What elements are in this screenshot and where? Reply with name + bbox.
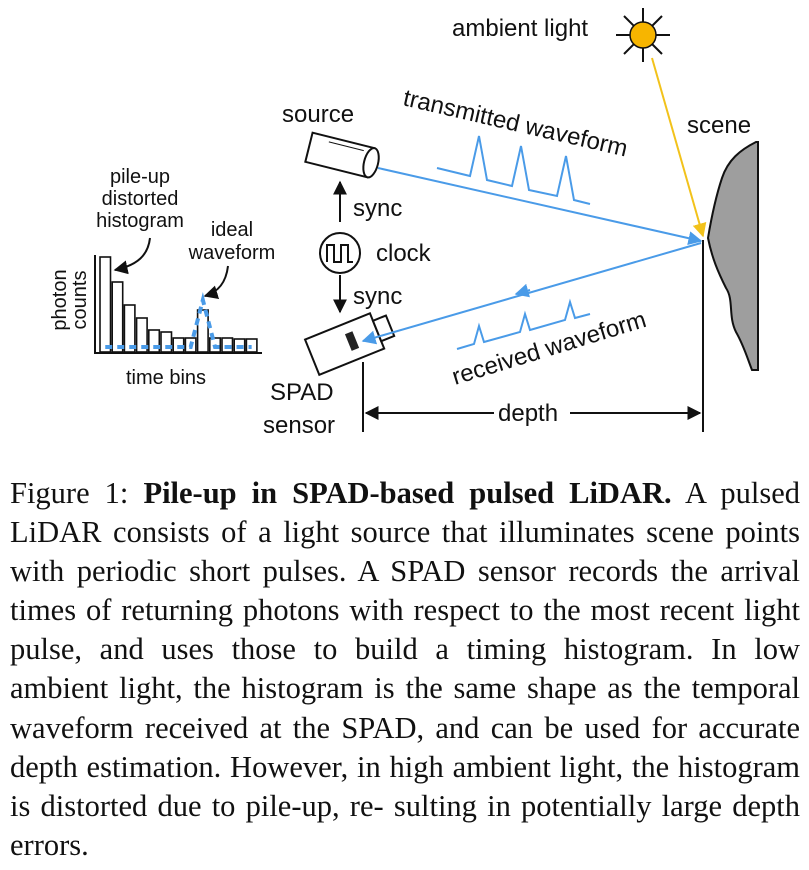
histogram-bar [196, 309, 209, 353]
figure-caption: Figure 1: Pile-up in SPAD-based pulsed L… [10, 474, 800, 865]
caption-line-2: LiDAR consists of a light source that il… [10, 515, 714, 550]
caption-line-1: A pulsed [684, 476, 800, 510]
caption-line-8: can be used for accurate depth estimatio… [10, 710, 800, 784]
caption-line-5: most recent light pulse, and uses those … [10, 593, 801, 667]
photon-counts-label-1: photon [49, 269, 71, 330]
sensor-label: sensor [263, 412, 335, 439]
ambient-light-label: ambient light [452, 15, 588, 42]
depth-label: depth [498, 400, 558, 427]
pileup-pointer [113, 237, 151, 275]
caption-line-9: ambient light, the histogram is distorte… [10, 749, 800, 823]
spad-sensor-icon [303, 312, 396, 377]
histogram-bar [99, 256, 112, 353]
clock-label: clock [376, 240, 432, 267]
caption-title: Pile-up in SPAD-based pulsed LiDAR. [143, 476, 672, 510]
ambient-ray [651, 57, 707, 238]
transmitted-beam [377, 167, 703, 246]
histogram-bar [135, 317, 148, 353]
time-bins-label: time bins [126, 367, 206, 389]
ideal-pointer [203, 265, 229, 299]
histogram-bar [148, 329, 161, 353]
ideal-label-line1: ideal [211, 219, 253, 241]
light-source-icon [304, 131, 380, 179]
caption-label: Figure 1: [10, 476, 129, 510]
clock-icon [319, 232, 361, 274]
received-waveform-label: received waveform [449, 306, 650, 391]
histogram-inset: pile-up distorted histogram ideal wavefo… [49, 166, 275, 389]
pileup-label-line1: pile-up [110, 166, 170, 188]
photon-counts-label-2: counts [69, 271, 91, 330]
histogram-bar [160, 331, 173, 353]
source-label: source [282, 101, 354, 128]
transmitted-waveform-label: transmitted waveform [401, 85, 631, 163]
sync-top-label: sync [353, 195, 402, 222]
received-waveform [456, 298, 591, 350]
histogram-bar [123, 304, 136, 353]
spad-label: SPAD [270, 379, 334, 406]
caption-line-6: histogram. In low ambient light, the his… [10, 632, 800, 706]
ideal-label-line2: waveform [188, 242, 276, 264]
received-beam [361, 242, 702, 345]
caption-line-10: sulting in potentially large depth error… [10, 788, 801, 862]
depth-label-bg [494, 398, 570, 428]
caption-line-7: shape as the temporal waveform received … [10, 671, 801, 745]
transmitted-waveform [436, 135, 591, 205]
caption-line-3: points with periodic short pulses. A SPA… [10, 515, 800, 589]
scene-surface [706, 141, 759, 371]
caption-line-4: the arrival times of returning photons w… [10, 554, 800, 628]
ideal-waveform-line [105, 292, 252, 349]
pileup-label-line3: histogram [96, 210, 184, 232]
received-beam-direction [514, 283, 531, 298]
sun-icon [616, 8, 670, 62]
scene-label: scene [687, 112, 751, 139]
lidar-figure: ambient light scene source transmitted w… [49, 8, 759, 439]
pileup-label-line2: distorted [102, 188, 179, 210]
histogram-bar [111, 281, 124, 353]
sync-bottom-label: sync [353, 283, 402, 310]
